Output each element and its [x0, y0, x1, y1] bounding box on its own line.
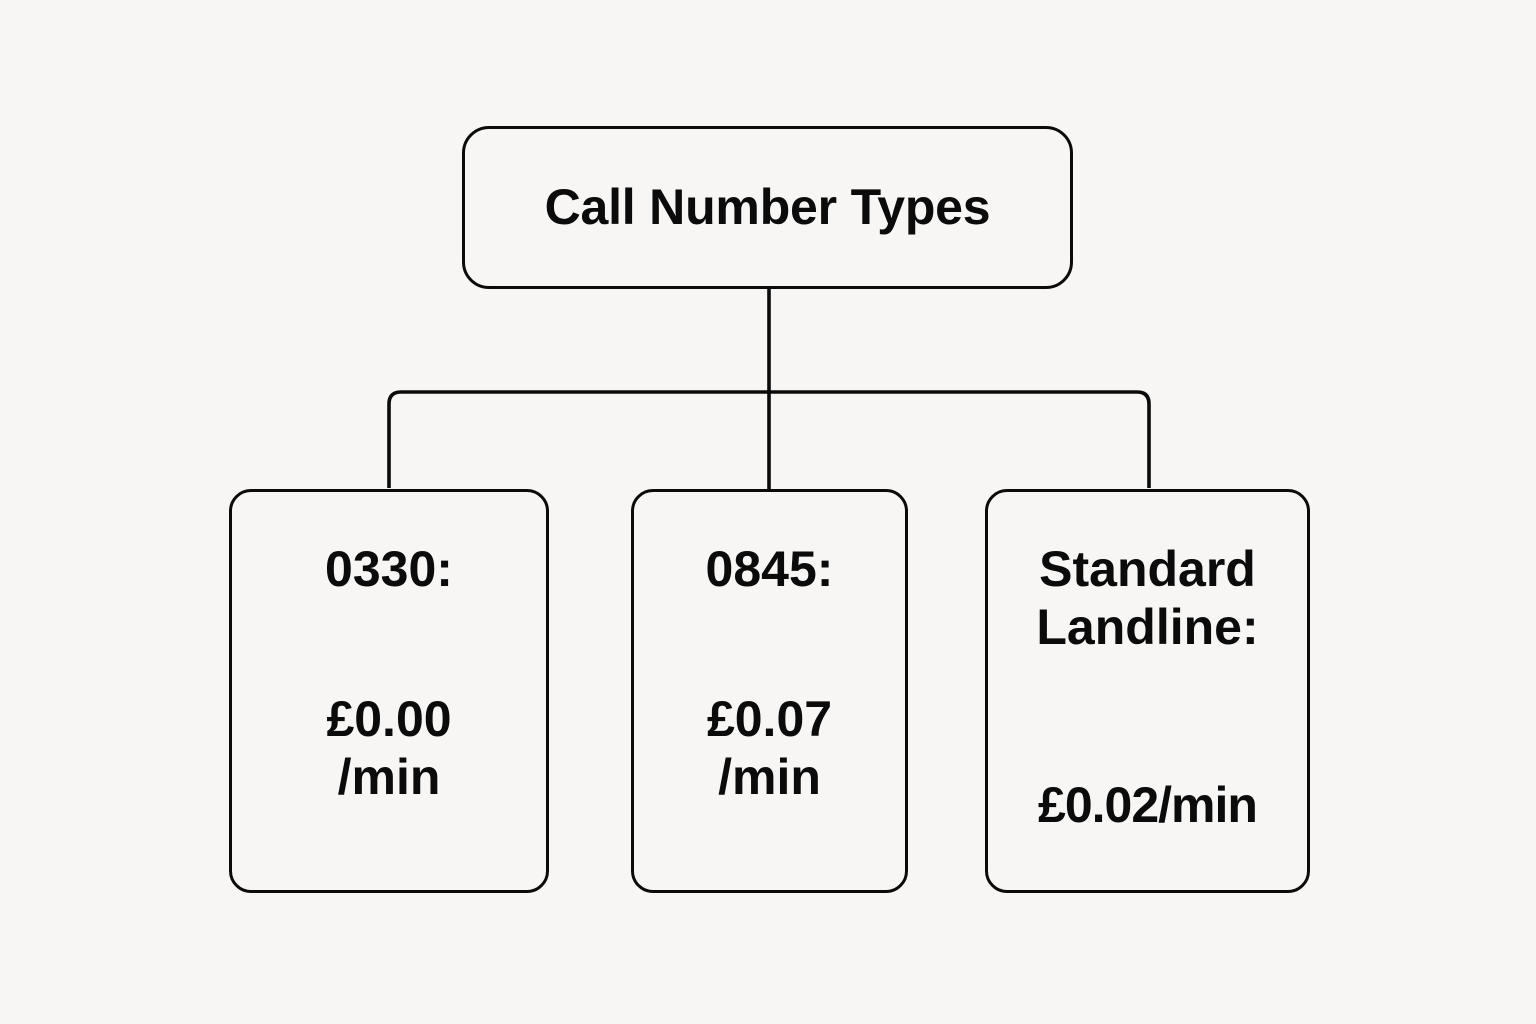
node-0330-label: 0330:	[325, 541, 453, 597]
node-root[interactable]: Call Number Types	[462, 126, 1073, 289]
node-0845[interactable]: 0845: £0.07 /min	[631, 489, 908, 893]
node-0330-rate: £0.00 /min	[326, 691, 452, 805]
node-0845-rate: £0.07 /min	[706, 691, 833, 805]
node-0845-label: 0845:	[705, 541, 834, 597]
node-standard-landline-rate: £0.02/min	[1038, 777, 1258, 833]
node-standard-landline[interactable]: Standard Landline: £0.02/min	[985, 489, 1310, 893]
node-standard-landline-label: Standard Landline:	[1036, 541, 1259, 655]
node-0330[interactable]: 0330: £0.00 /min	[229, 489, 549, 893]
node-root-title: Call Number Types	[544, 179, 991, 236]
